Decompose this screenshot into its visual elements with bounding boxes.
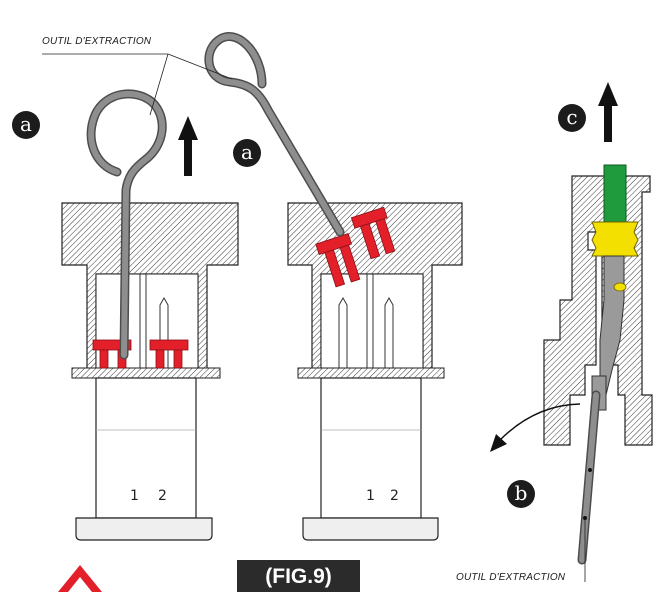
marker-b: b xyxy=(507,480,535,508)
chevron-logo-icon xyxy=(58,565,102,592)
middle-connector xyxy=(287,202,463,541)
pin-number-left-2: 2 xyxy=(158,488,167,504)
arrow-up-icon xyxy=(178,116,198,176)
middle-terminals-red xyxy=(315,206,396,288)
callout-leader-top xyxy=(42,53,233,116)
left-connector xyxy=(61,202,239,541)
marker-a-middle: a xyxy=(233,139,261,167)
arrow-up-icon xyxy=(598,82,618,142)
pin-number-middle-1: 1 xyxy=(366,488,375,504)
callout-tool-bottom: OUTIL D'EXTRACTION xyxy=(456,572,566,583)
extraction-tool-bottom xyxy=(577,390,601,565)
pin-number-left-1: 1 xyxy=(130,488,139,504)
extraction-tool-middle xyxy=(204,32,345,237)
extraction-tool-left xyxy=(86,89,167,360)
curved-arrow-icon xyxy=(490,403,581,452)
figure-label: (FIG.9) xyxy=(237,560,360,592)
marker-c: c xyxy=(558,104,586,132)
pin-number-middle-2: 2 xyxy=(390,488,399,504)
marker-a-left: a xyxy=(12,111,40,139)
callout-tool-top: OUTIL D'EXTRACTION xyxy=(42,36,152,47)
section-view xyxy=(543,164,653,446)
seal-yellow xyxy=(591,221,639,257)
